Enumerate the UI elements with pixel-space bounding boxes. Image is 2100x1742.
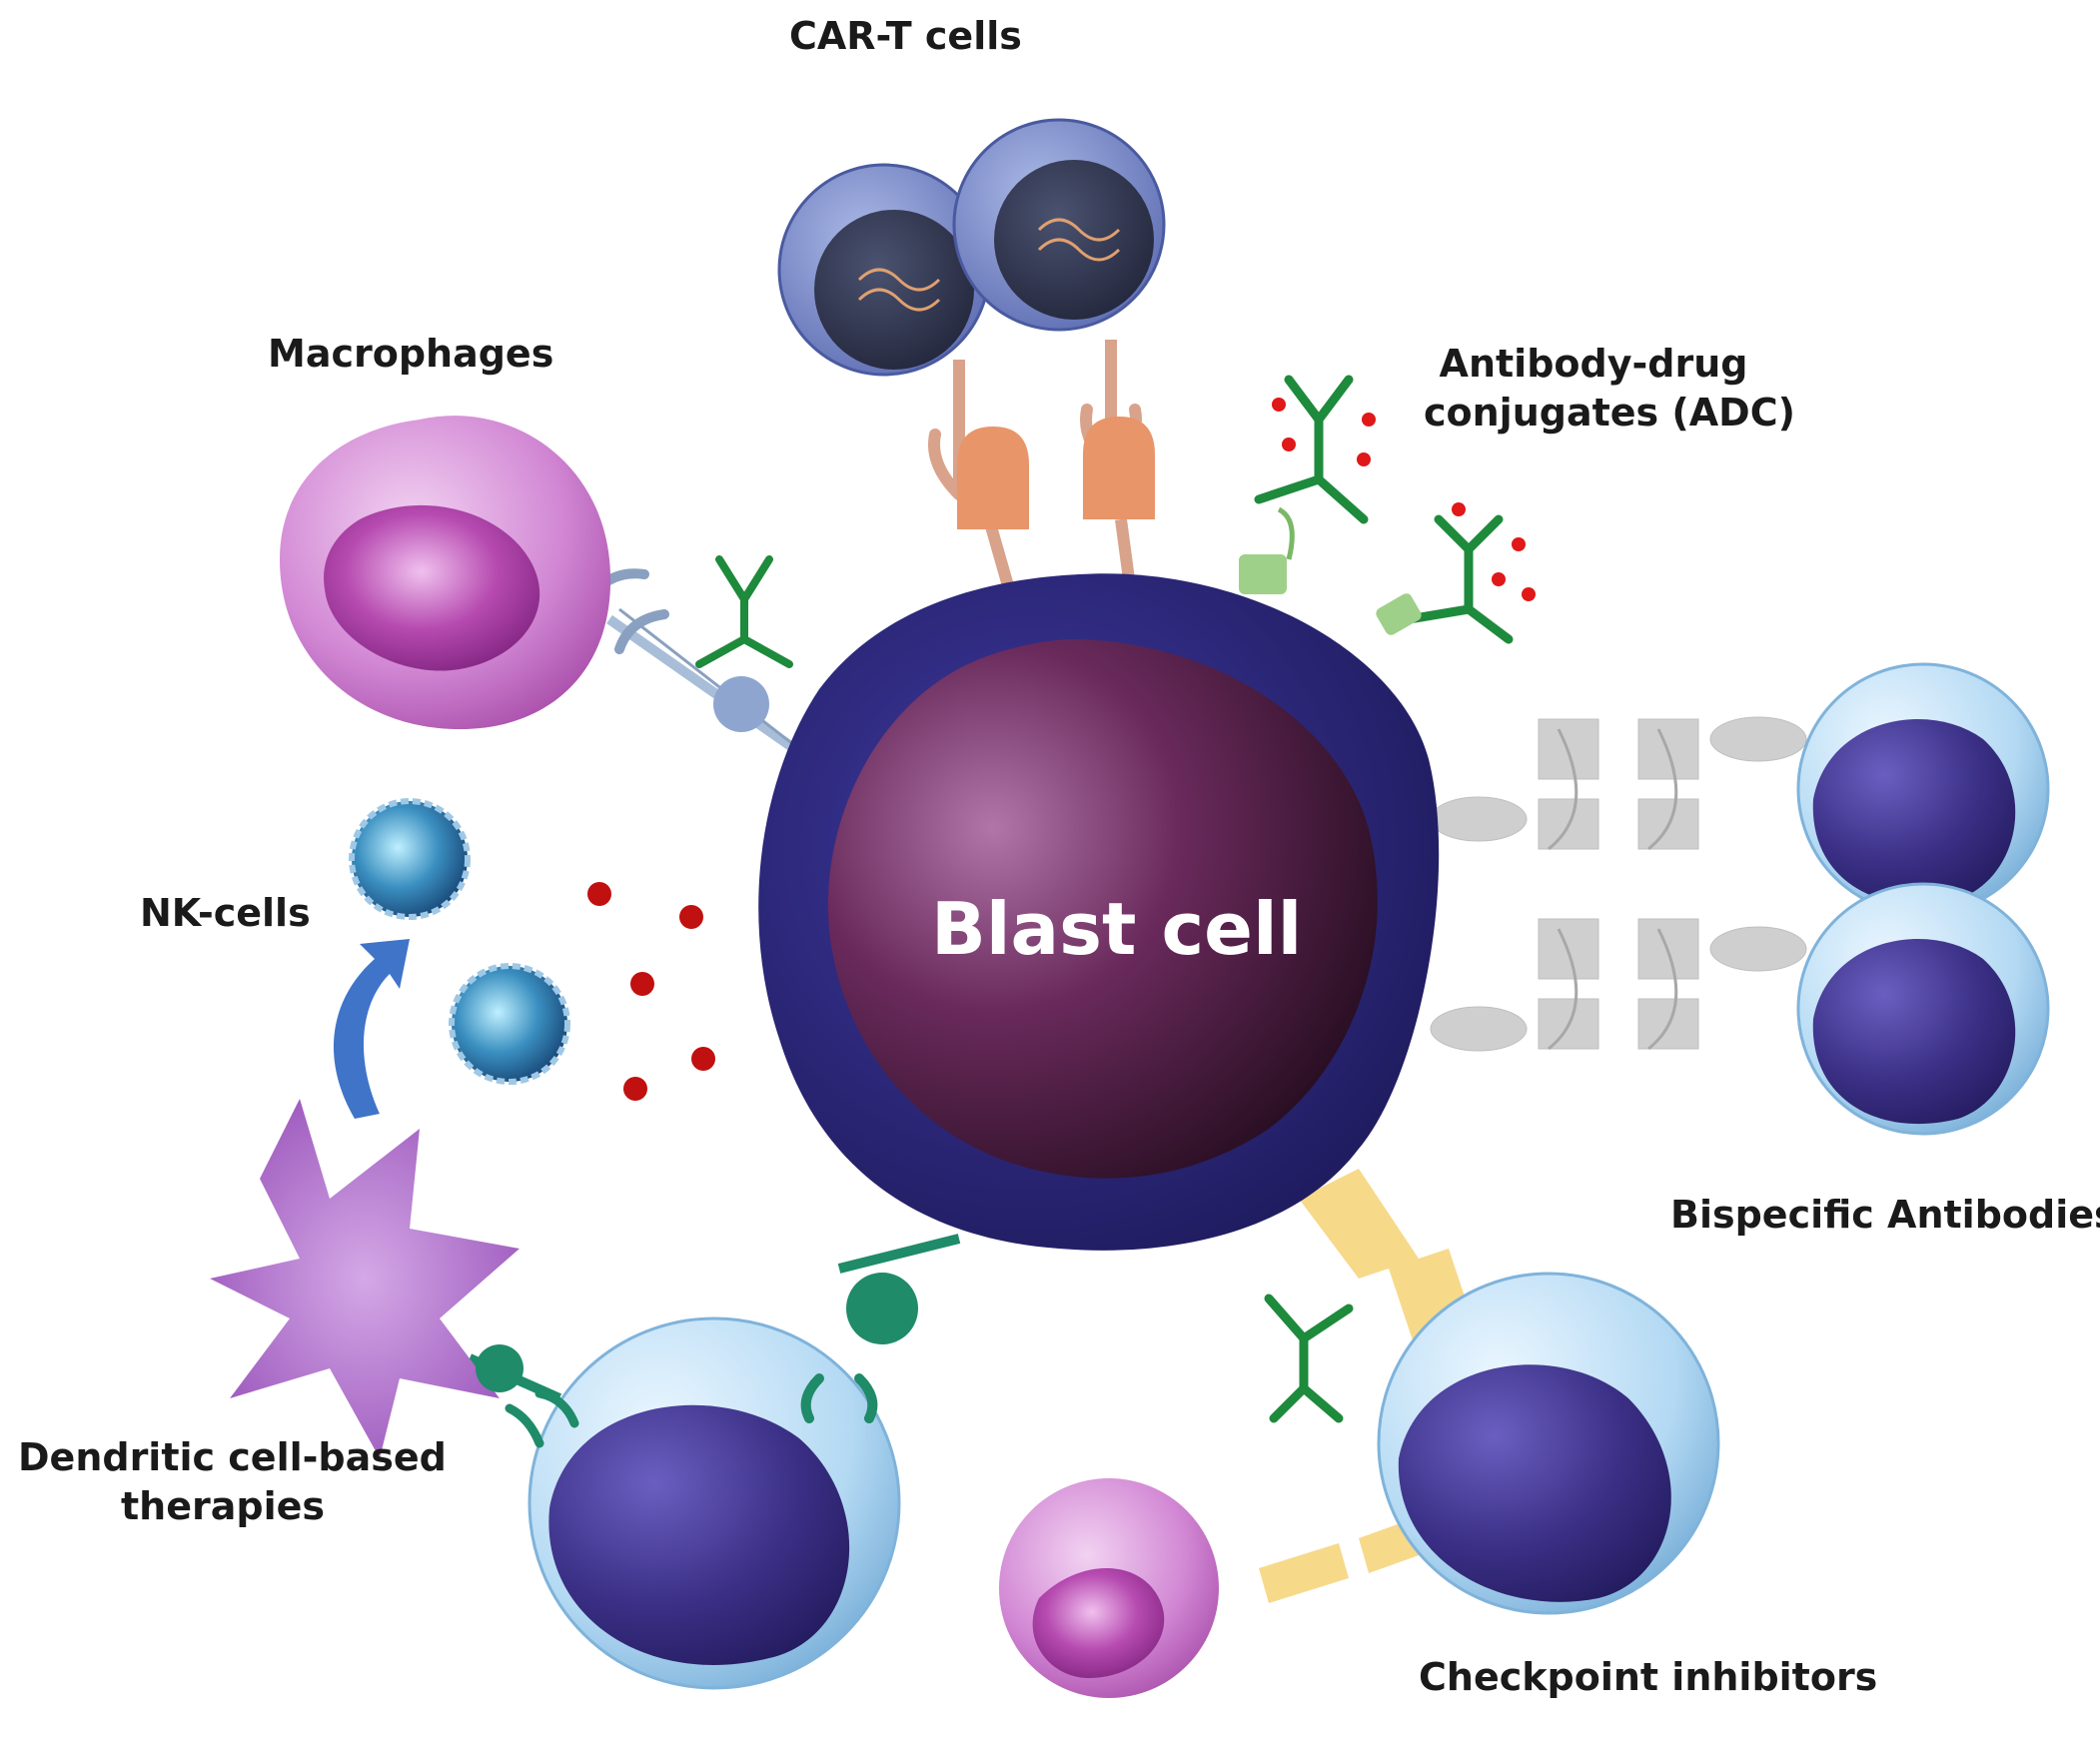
macrophage-cell [280, 416, 611, 729]
adc-label-line2: conjugates (ADC) [1424, 391, 1795, 436]
checkpoint-macrophage [999, 1478, 1219, 1698]
adc-antibody-top [1254, 375, 1376, 524]
blast-cell [758, 573, 1440, 1251]
nk-cell-top [349, 798, 471, 920]
bispecific-label: Bispecific Antibodies [1670, 1193, 2100, 1237]
dendritic-receptor [476, 1344, 579, 1448]
dendritic-t-cell [527, 1316, 901, 1690]
checkpoint-antibody [1264, 1294, 1354, 1423]
nk-cells-label: NK-cells [140, 891, 311, 935]
bispecific-links [1430, 716, 1807, 1052]
adc-target-receptors [1239, 506, 1422, 635]
nk-activation-arrow [333, 939, 410, 1119]
dendritic-label: Dendritic cell-based therapies [18, 1433, 447, 1532]
bispecific-t-cell-bottom [1796, 882, 2050, 1136]
cytokine-dots [587, 882, 715, 1101]
nk-cell-bottom [449, 963, 570, 1085]
bispecific-t-cell-top [1796, 662, 2050, 916]
car-t-receptors [928, 340, 1155, 591]
car-t-label: CAR-T cells [789, 14, 1022, 58]
macrophage-receptor [584, 568, 812, 764]
macrophages-label: Macrophages [268, 332, 554, 376]
dendritic-label-line2: therapies [121, 1484, 325, 1529]
checkpoint-t-cell [1377, 1272, 1720, 1615]
macrophage-antibody [695, 555, 793, 668]
dendritic-cell [210, 1099, 520, 1458]
dendritic-label-line1: Dendritic cell-based [18, 1435, 447, 1479]
checkpoint-label: Checkpoint inhibitors [1419, 1655, 1878, 1699]
dendritic-t-cell-receptor [800, 1273, 918, 1423]
adc-label-line1: Antibody-drug [1439, 342, 1748, 386]
blast-cell-label: Blast cell [931, 887, 1303, 971]
adc-label: Antibody-drug conjugates (ADC) [1424, 340, 1795, 438]
car-t-cell-left [777, 163, 991, 377]
car-t-cell-right [952, 118, 1166, 332]
adc-antibody-right [1404, 502, 1536, 644]
